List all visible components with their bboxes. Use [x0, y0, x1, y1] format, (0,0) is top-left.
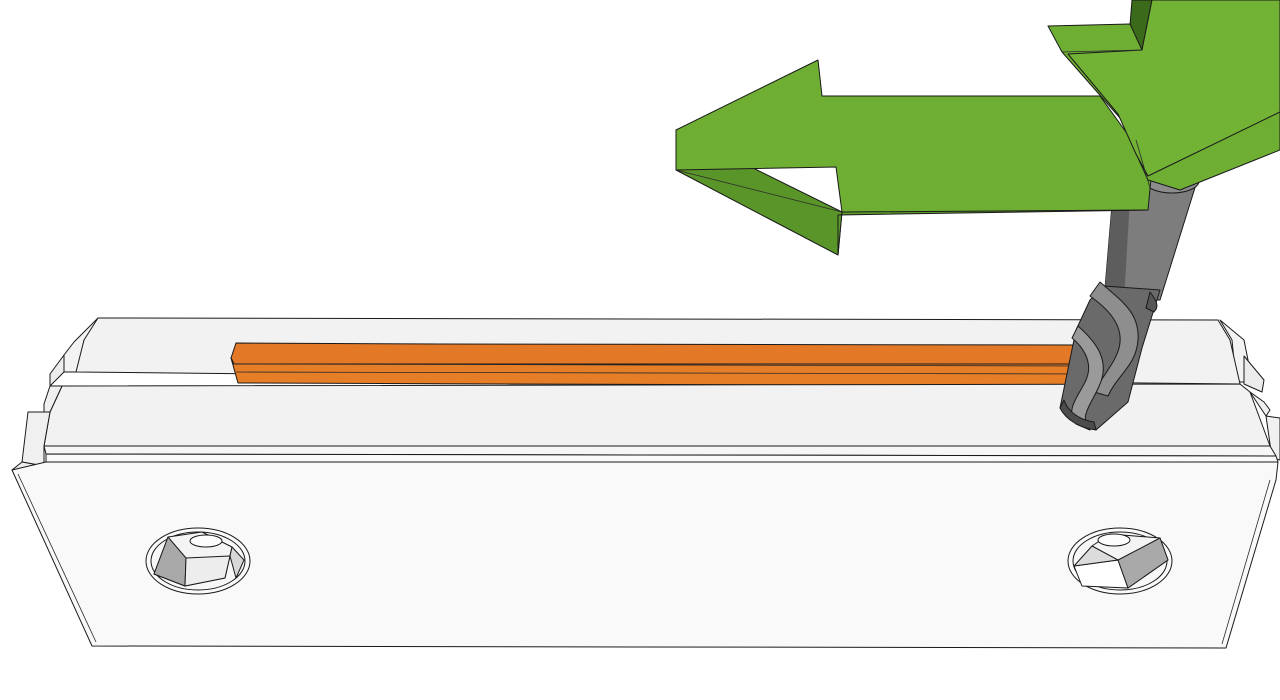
bolt-right	[1067, 527, 1173, 595]
hex-socket-bolt-icon	[1073, 533, 1169, 589]
vise-front-jaw	[11, 383, 1280, 649]
arrow-left-icon	[675, 59, 1153, 256]
bolt-left	[145, 527, 251, 595]
workpiece-bar	[230, 342, 1091, 387]
hex-socket-bolt-icon	[153, 531, 245, 587]
arrow-down-icon	[1047, 0, 1280, 191]
